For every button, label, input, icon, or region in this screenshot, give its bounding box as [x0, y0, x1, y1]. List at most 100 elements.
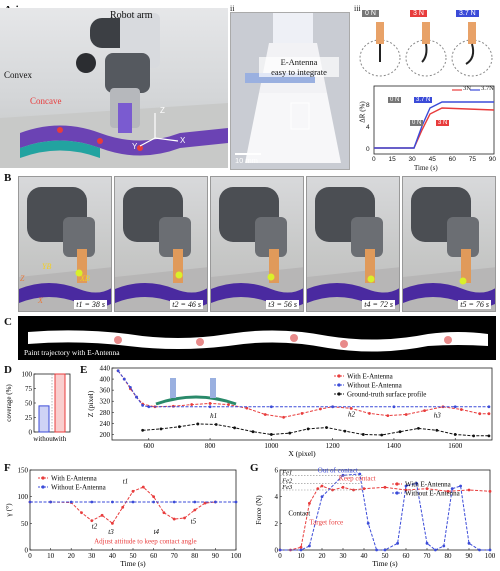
data-point [141, 403, 145, 407]
data-point [362, 487, 366, 491]
data-point [459, 484, 462, 488]
data-point [423, 409, 426, 413]
data-point [111, 500, 114, 504]
reference-label: Fe1 [281, 469, 292, 476]
legend-marker [337, 392, 341, 396]
legend-label: With E-Antenna [405, 481, 452, 489]
data-point [415, 481, 418, 485]
annotation: h1 [210, 412, 217, 420]
data-point [121, 505, 125, 509]
annotation: t4 [154, 528, 160, 536]
data-point [318, 407, 322, 411]
brush-illustration [245, 13, 341, 163]
antenna-label-2: easy to integrate [271, 67, 327, 77]
series-line [142, 423, 489, 437]
y-tick-label: 360 [100, 387, 111, 395]
data-point [478, 548, 481, 552]
scale-bar [235, 153, 261, 155]
data-point [245, 406, 249, 410]
x-axis-label: X (pixel) [288, 449, 316, 458]
note: Adjust attitude to keep contact angle [94, 538, 196, 546]
robot-photo-frame: t2 = 46 s [114, 176, 208, 312]
force-tag-1: 3 N [410, 10, 427, 17]
panel-label-f: F [4, 462, 11, 474]
data-point [331, 405, 335, 409]
y-tick-label: 0 [25, 547, 29, 555]
data-point [80, 511, 83, 515]
data-point [308, 501, 311, 505]
force-tag-0: 0 N [362, 10, 379, 17]
x-tick-label: 10 [298, 552, 306, 560]
tag-37n: 3.7 N [414, 97, 433, 103]
photo-time-label: t4 = 72 s [362, 300, 395, 309]
data-point [28, 500, 32, 504]
data-point [341, 485, 345, 489]
data-point [269, 433, 273, 436]
annotation: h2 [348, 410, 356, 418]
y-tick-label: 2 [275, 520, 279, 528]
annotation: Out of contact [318, 467, 358, 475]
annotation: t3 [108, 528, 114, 536]
data-point [434, 548, 437, 552]
b-axis-z: Z [20, 274, 25, 283]
data-point [90, 500, 94, 504]
robot-photo-frame: t3 = 56 s [210, 176, 304, 312]
legend-label: With E-Antenna [51, 475, 98, 483]
axis-z-label: Z [160, 106, 165, 115]
data-point [467, 541, 471, 545]
y-axis-label: γ (°) [4, 503, 13, 518]
antenna-label-1: E-Antenna [280, 57, 318, 67]
data-point [190, 403, 194, 406]
tag-3n: 3 N [436, 120, 450, 126]
data-point [343, 429, 347, 433]
data-point [251, 430, 255, 434]
data-point [141, 485, 145, 489]
b-axis-x: X [38, 296, 43, 305]
x-tick-label: 1600 [448, 442, 463, 450]
data-point [141, 428, 145, 432]
data-point [386, 414, 390, 418]
data-point [316, 487, 320, 491]
force-diagram: 0 N 3 N 3.7 N [356, 10, 498, 80]
x-tick-label: 1200 [326, 442, 341, 450]
annotation: t1 [123, 477, 128, 485]
data-point [467, 488, 471, 492]
data-point [214, 500, 217, 504]
x-tick-label: 90 [212, 552, 220, 560]
data-point [487, 412, 491, 416]
data-point [383, 548, 387, 552]
xb-label: XB [80, 274, 90, 283]
x-axis-label: Time (s) [120, 559, 146, 568]
data-point [122, 377, 126, 381]
bar-without [38, 405, 50, 433]
x-tick-label: 1400 [387, 442, 402, 450]
ytick-0: 0 [366, 146, 370, 153]
data-point [288, 431, 292, 435]
force-tag-2: 3.7 N [456, 10, 479, 17]
data-point [308, 544, 311, 548]
legend-label: Without E-Antenna [405, 490, 461, 498]
data-point [208, 405, 212, 409]
legend-marker [337, 383, 341, 387]
x-tick-label: 90 [466, 552, 474, 560]
resistance-plot: 3N 3.7N 0 N 3.7 N 0 N 3 N ΔR (%) 0 4 8 0… [352, 80, 498, 172]
annotation: h3 [434, 411, 442, 419]
data-point [375, 548, 378, 552]
data-point [472, 434, 476, 438]
legend-marker [41, 476, 45, 480]
x-tick-label: 50 [382, 552, 390, 560]
scale-label: 10 mm [235, 156, 258, 165]
data-point [128, 385, 132, 389]
annotation: t5 [191, 517, 197, 525]
series-line [117, 370, 489, 408]
data-point [425, 541, 429, 545]
annotation: Keep contact [339, 475, 376, 483]
data-point [214, 423, 218, 426]
series-line [30, 486, 216, 525]
data-point [488, 548, 492, 552]
data-point [453, 433, 457, 436]
data-point [152, 500, 156, 504]
robot-photo-frame: t1 = 38 s [18, 176, 112, 312]
photo-strip-b: t1 = 38 s t2 = 46 s t3 = 56 s [18, 176, 498, 312]
